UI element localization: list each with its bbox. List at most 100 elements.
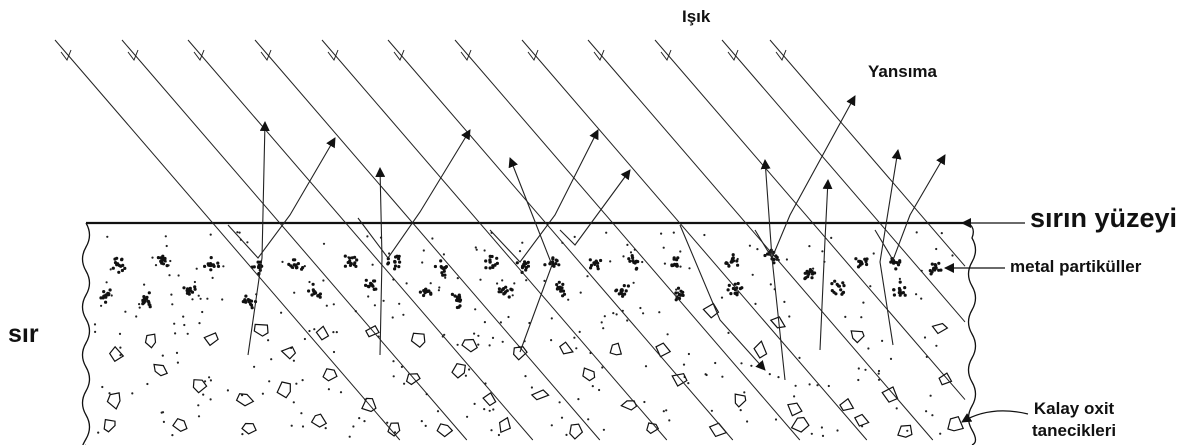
speckle-dot (518, 250, 522, 253)
metal-particle-dot (374, 287, 378, 291)
metal-particle-dot (617, 292, 621, 296)
metal-particle-dot (441, 273, 445, 277)
metal-particle-dot (562, 292, 567, 296)
incident-light-ray (769, 39, 966, 267)
speckle-dot (857, 378, 860, 382)
metal-particle-dot (763, 253, 767, 258)
speckle-dot (550, 317, 553, 320)
speckle-dot (241, 433, 244, 436)
speckle-dot (662, 410, 665, 413)
speckle-dot (821, 250, 824, 253)
reflected-ray (489, 129, 599, 263)
metal-particle-dot (551, 256, 555, 260)
speckle-dot (332, 350, 336, 354)
speckle-dot (199, 297, 202, 300)
metal-particle-dot (393, 259, 397, 264)
speckle-dot (483, 249, 486, 252)
metal-particle-dot (589, 266, 593, 270)
speckle-dot (675, 288, 678, 291)
metal-particle-dot (622, 284, 626, 288)
metal-particle-dot (898, 293, 902, 297)
speckle-dot (177, 274, 180, 277)
speckle-dot (171, 303, 174, 306)
metal-particle-dot (560, 289, 564, 293)
metal-particle-dot (256, 260, 260, 264)
metal-particle-cluster (830, 279, 846, 296)
speckle-dot (119, 354, 122, 357)
speckle-dot (810, 432, 813, 435)
speckle-dot (420, 420, 423, 423)
metal-particle-dot (291, 258, 296, 262)
metal-particle-dot (497, 290, 501, 294)
speckle-dot (151, 256, 154, 259)
metal-particle-cluster (928, 261, 943, 276)
metal-particle-dot (193, 285, 197, 289)
metal-particle-dot (484, 259, 488, 263)
metal-particle-dot (397, 257, 401, 261)
speckle-dot (206, 297, 209, 300)
metal-particle-cluster (670, 256, 680, 268)
metal-particle-cluster (889, 257, 902, 271)
speckle-dot (602, 327, 605, 330)
speckle-dot (808, 383, 811, 386)
speckle-dot (195, 267, 198, 270)
speckle-dot (105, 281, 108, 284)
metal-particle-dot (398, 260, 402, 264)
speckle-dot (889, 357, 893, 360)
metal-particle-dot (561, 282, 565, 286)
speckle-dot (138, 306, 141, 309)
speckle-dot (431, 237, 434, 240)
speckle-dot (877, 372, 880, 375)
speckle-dot (281, 260, 284, 263)
speckle-dot (322, 279, 325, 282)
speckle-dot (300, 412, 303, 415)
tin-oxide-grain (769, 316, 786, 329)
speckle-dot (267, 339, 270, 342)
speckle-dot (388, 252, 391, 255)
speckle-dot (197, 415, 201, 418)
speckle-dot (626, 243, 629, 246)
speckle-dot (405, 282, 408, 285)
metal-particle-dot (120, 258, 124, 262)
metal-particle-dot (557, 263, 561, 267)
speckle-dot (183, 323, 186, 327)
speckle-dot (668, 419, 671, 422)
speckle-dot (530, 386, 534, 389)
metal-particle-dot (736, 263, 740, 267)
metal-particle-cluster (386, 254, 402, 271)
speckle-dot (268, 380, 271, 383)
speckle-dot (164, 235, 167, 238)
speckle-dot (97, 431, 100, 434)
metal-particle-dot (857, 259, 861, 263)
ray-direction-tick (260, 49, 272, 62)
speckle-dot (386, 421, 389, 424)
speckle-dot (124, 310, 127, 313)
speckle-dot (794, 384, 797, 387)
metal-particle-dot (731, 253, 735, 257)
metal-particle-dot (422, 293, 426, 298)
speckle-dot (525, 279, 528, 282)
speckle-dot (201, 310, 204, 314)
metal-particle-dot (803, 277, 807, 281)
metal-particle-dot (501, 288, 505, 292)
speckle-dot (598, 388, 601, 392)
metal-particle-dot (551, 260, 555, 264)
speckle-dot (358, 417, 361, 420)
speckle-dot (935, 247, 938, 251)
metal-particle-dot (99, 296, 103, 300)
metal-particle-dot (442, 269, 446, 273)
speckle-dot (392, 375, 395, 378)
speckle-dot (292, 359, 295, 362)
metal-particle-dot (292, 263, 297, 267)
metal-particle-dot (458, 299, 462, 303)
metal-particle-dot (898, 280, 902, 284)
speckle-dot (923, 336, 927, 339)
incident-light-ray (187, 39, 534, 441)
speckle-dot (560, 416, 564, 419)
metal-particle-dot (216, 261, 220, 265)
speckle-dot (935, 344, 938, 347)
reflection-label: Yansıma (868, 62, 937, 81)
speckle-dot (106, 235, 109, 238)
metal-particle-cluster (892, 280, 907, 297)
